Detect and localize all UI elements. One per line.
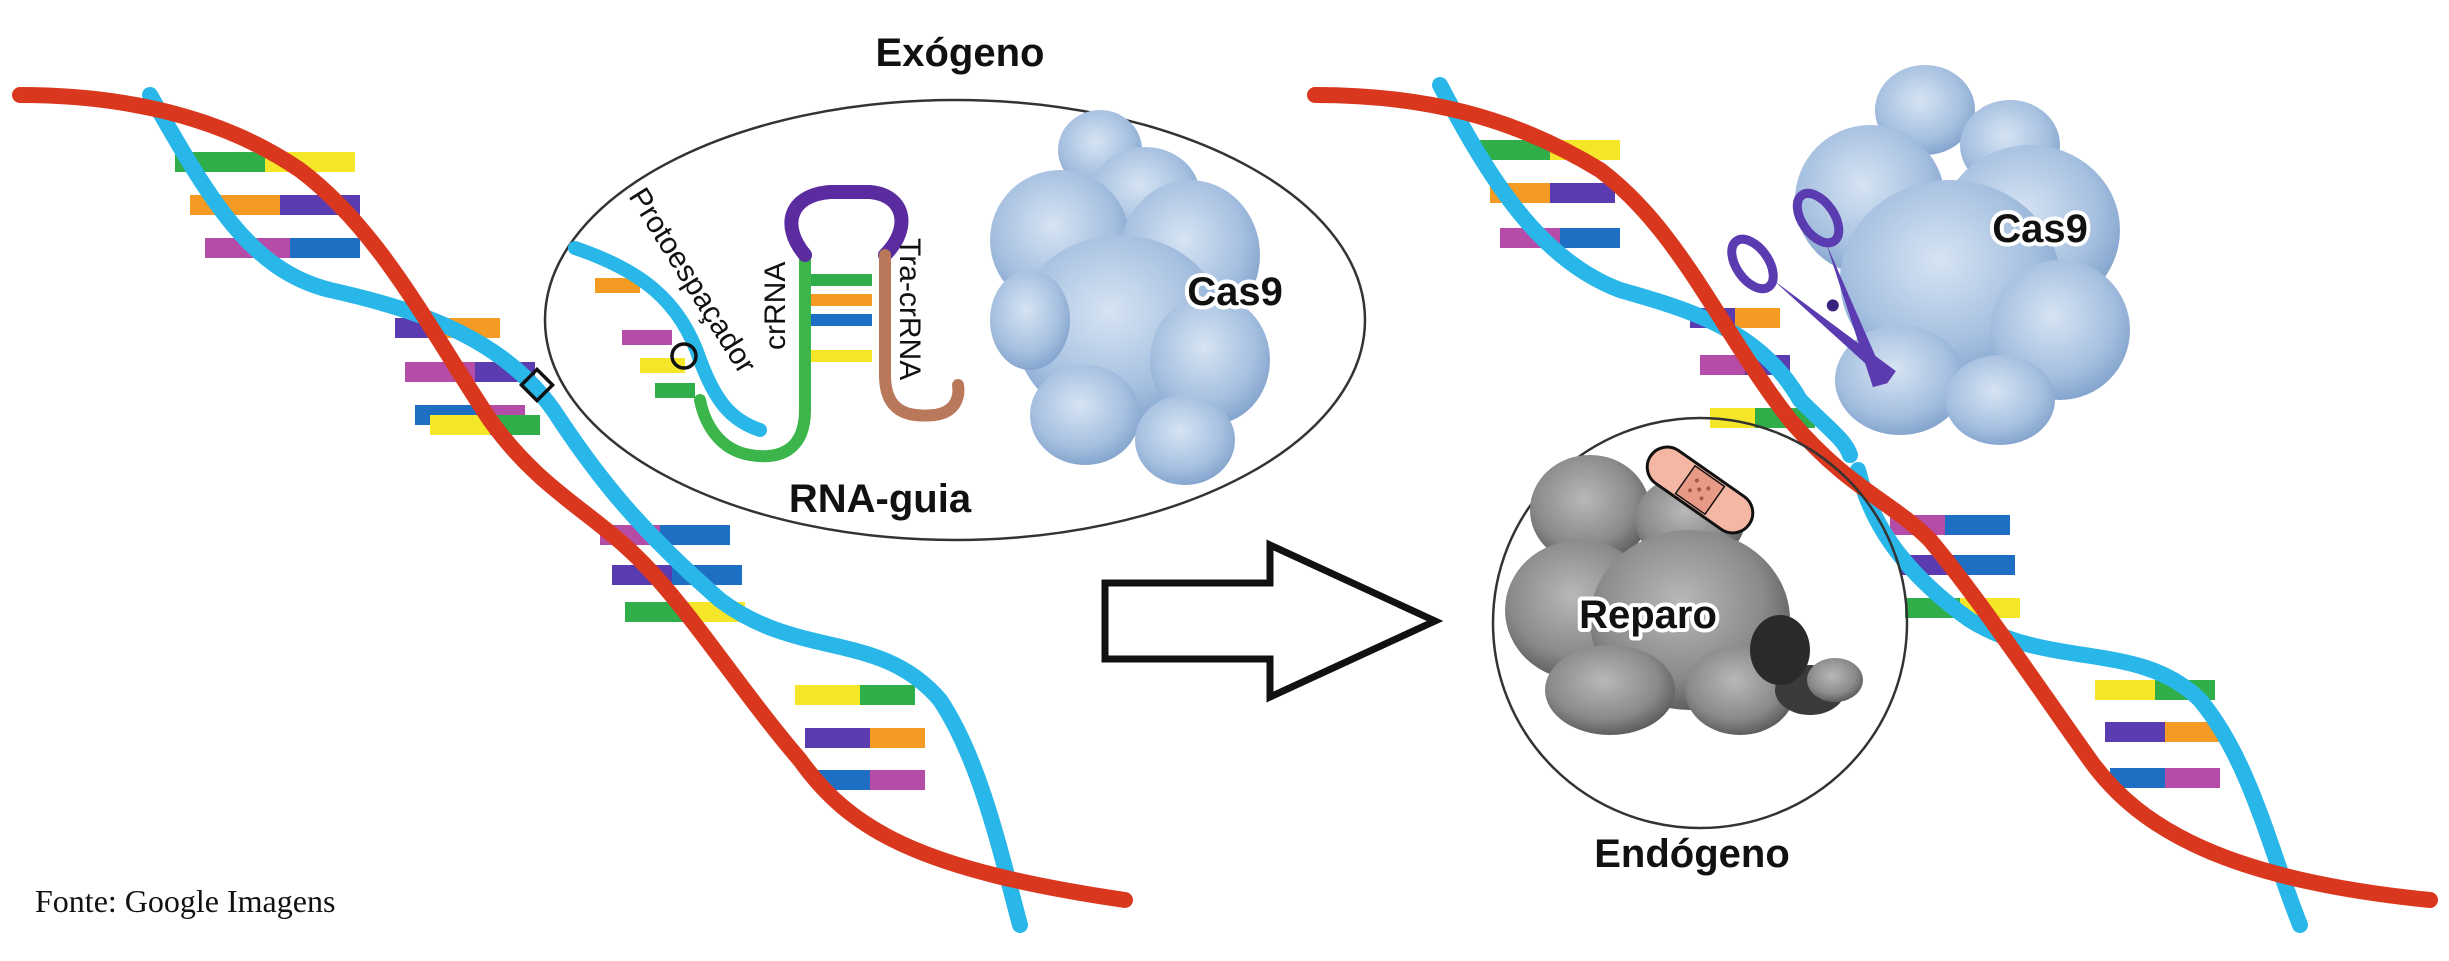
- crrna-strand: [694, 249, 811, 463]
- tracrrna-label: Tra-crRNA: [893, 238, 926, 380]
- rna-guia-label: RNA-guia: [789, 477, 972, 521]
- source-caption: Fonte: Google Imagens: [35, 883, 335, 919]
- loop-purple: [784, 185, 909, 262]
- cas9-protein-right: [1795, 65, 2130, 445]
- endogeno-label: Endógeno: [1594, 832, 1790, 876]
- endogenous-group: Reparo Endógeno: [1491, 416, 1909, 876]
- cas9-label-right: Cas9: [1992, 207, 2088, 251]
- pam-marker: [518, 366, 556, 404]
- dna-strand-blue-left: [142, 87, 1028, 933]
- dna-strand-red-right: [1307, 87, 2438, 908]
- exogenous-group: Exógeno Protoespaçador crRNA Tra-crRNA R…: [543, 31, 1367, 542]
- exogenous-ellipse: [543, 98, 1367, 542]
- crrna-label: crRNA: [759, 262, 792, 350]
- dna-helix-left: [12, 87, 1133, 933]
- cas9-protein-left: [990, 110, 1270, 485]
- protospacer-marker: [670, 342, 698, 370]
- reparo-protein: [1505, 455, 1863, 735]
- endogenous-ellipse: [1491, 416, 1909, 830]
- dna-strand-red-left: [12, 87, 1133, 908]
- base-pairs-left: [175, 152, 925, 790]
- tracrrna-strand: [879, 249, 965, 422]
- dna-strand-blue-right-lower: [1850, 462, 2308, 933]
- guide-rna: [694, 185, 965, 463]
- dna-helix-right: [1307, 77, 2438, 933]
- reparo-label: Reparo: [1579, 593, 1717, 637]
- arrow-icon: [1101, 539, 1444, 703]
- dna-strand-blue-right-upper: [1432, 77, 1858, 463]
- bandage-icon: [1645, 445, 1755, 535]
- exogeno-label: Exógeno: [876, 31, 1045, 75]
- cas9-label-left: Cas9: [1187, 270, 1283, 314]
- scissors-icon: [1727, 188, 1896, 388]
